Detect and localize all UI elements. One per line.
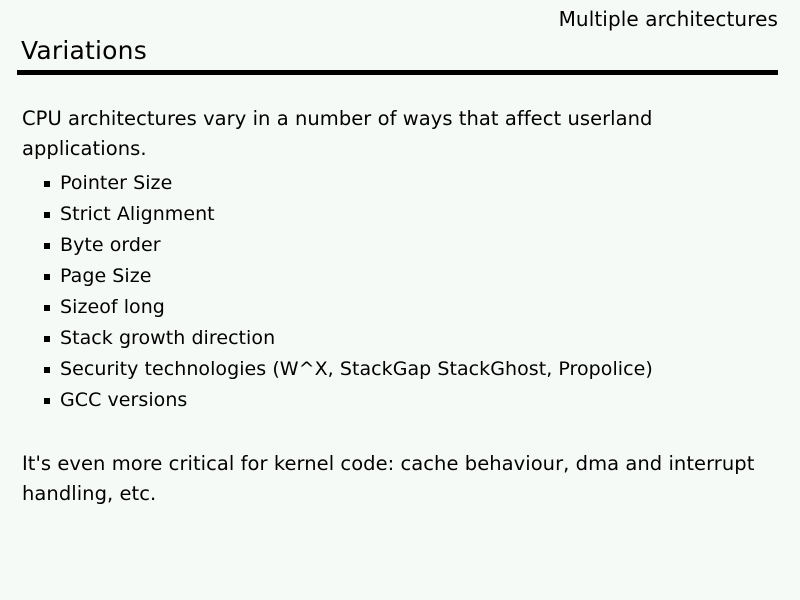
closing-paragraph: It's even more critical for kernel code:…	[22, 452, 755, 505]
list-item-label: Page Size	[60, 265, 152, 287]
list-item: Pointer Size	[44, 168, 653, 199]
bullet-list: Pointer Size Strict Alignment Byte order…	[44, 168, 653, 416]
square-bullet-icon	[44, 243, 50, 249]
list-item: Security technologies (W^X, StackGap Sta…	[44, 354, 653, 385]
list-item: Byte order	[44, 230, 653, 261]
list-item-label: Security technologies (W^X, StackGap Sta…	[60, 358, 653, 380]
list-item: Page Size	[44, 261, 653, 292]
list-item-label: GCC versions	[60, 389, 188, 411]
intro-paragraph: CPU architectures vary in a number of wa…	[22, 107, 653, 160]
square-bullet-icon	[44, 305, 50, 311]
title-divider	[17, 70, 778, 75]
list-item: Strict Alignment	[44, 199, 653, 230]
list-item: Stack growth direction	[44, 323, 653, 354]
square-bullet-icon	[44, 212, 50, 218]
square-bullet-icon	[44, 181, 50, 187]
square-bullet-icon	[44, 367, 50, 373]
slide-header: Multiple architectures Variations	[0, 0, 800, 78]
square-bullet-icon	[44, 274, 50, 280]
list-item-label: Sizeof long	[60, 296, 165, 318]
page-title: Variations	[21, 36, 147, 65]
list-item: Sizeof long	[44, 292, 653, 323]
slide-subtitle: Multiple architectures	[558, 7, 778, 31]
square-bullet-icon	[44, 336, 50, 342]
list-item-label: Byte order	[60, 234, 161, 256]
list-item: GCC versions	[44, 385, 653, 416]
list-item-label: Strict Alignment	[60, 203, 215, 225]
list-item-label: Pointer Size	[60, 172, 173, 194]
square-bullet-icon	[44, 398, 50, 404]
list-item-label: Stack growth direction	[60, 327, 276, 349]
